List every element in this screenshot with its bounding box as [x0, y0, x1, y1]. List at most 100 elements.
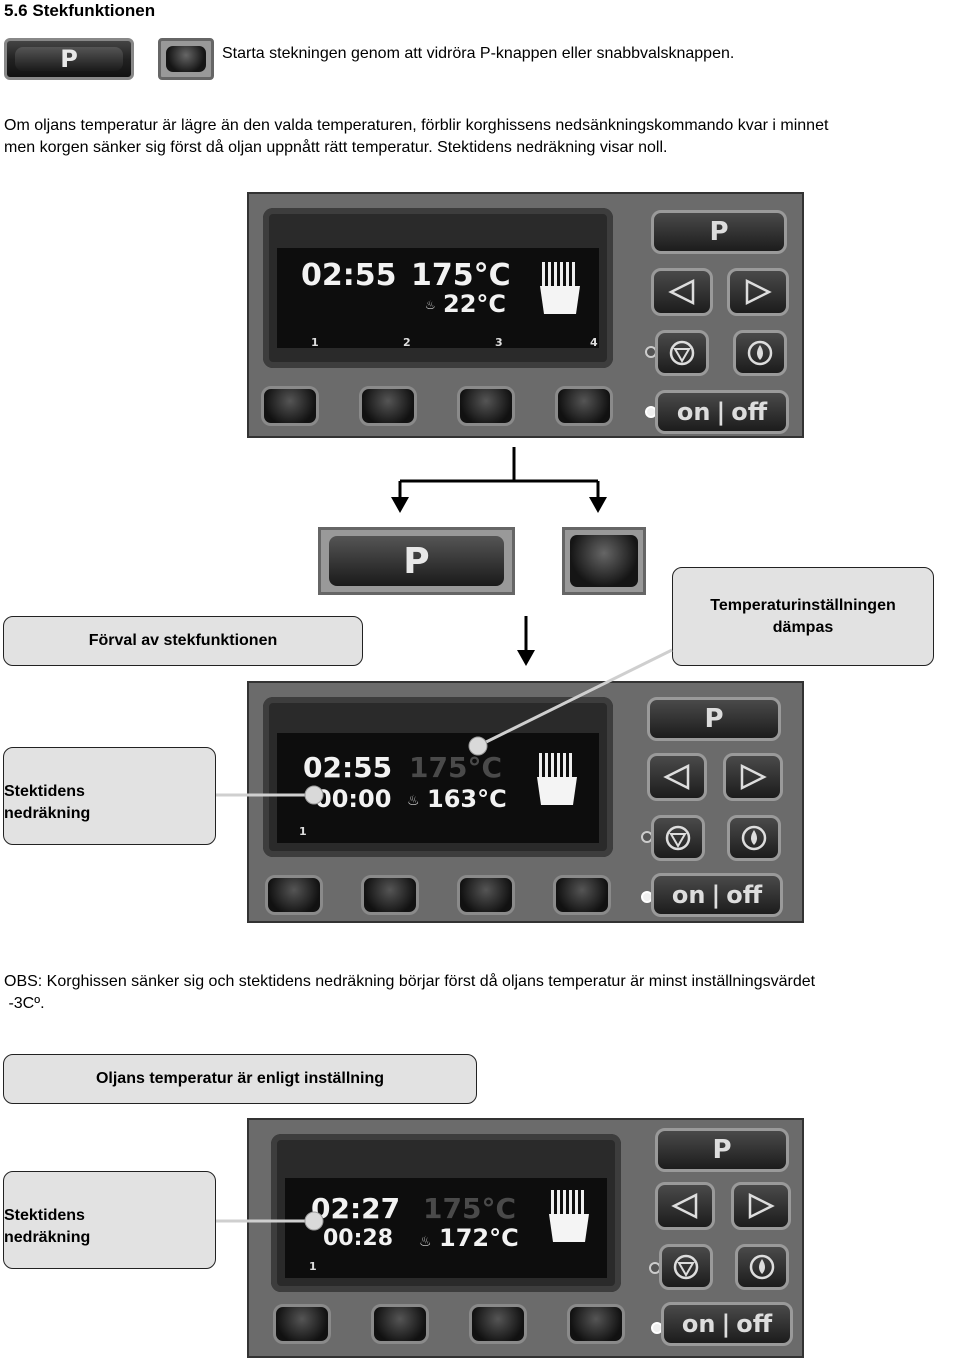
on-off-key[interactable]: on|off	[655, 390, 789, 434]
callout-pointer-3	[216, 1211, 324, 1231]
note-line-2: -3Cº.	[4, 995, 45, 1012]
intro-text: Starta stekningen genom att vidröra P-kn…	[222, 45, 735, 62]
soft-key-2[interactable]	[371, 1304, 429, 1344]
callout-pointers	[216, 648, 673, 805]
off-label: off	[731, 398, 768, 426]
lcd-display-3: 02:27 00:28 175°C ♨ 172°C 1	[271, 1134, 621, 1292]
drain-key[interactable]	[651, 815, 705, 861]
drain-icon	[665, 825, 691, 851]
p-button-image: P	[4, 38, 134, 80]
heater-icon: ♨	[407, 793, 420, 809]
callout-temp-dimmed-line1: Temperaturinställningen	[710, 596, 896, 614]
right-key[interactable]	[723, 753, 783, 801]
callout-temp-dimmed-line2: dämpas	[772, 618, 834, 636]
drain-icon	[669, 340, 695, 366]
arrow-left-icon	[671, 1192, 698, 1220]
soft-key-2[interactable]	[361, 875, 419, 915]
p-button-label: P	[15, 45, 123, 73]
control-panel-3: 02:27 00:28 175°C ♨ 172°C 1 P on|off	[247, 1118, 804, 1358]
left-key[interactable]	[651, 268, 713, 316]
callout-countdown-2: Stektidens nedräkning	[3, 1171, 216, 1269]
heater-icon: ♨	[425, 298, 436, 312]
lcd-set-temp-dimmed: 175°C	[409, 751, 502, 784]
right-key[interactable]	[727, 268, 789, 316]
left-key[interactable]	[655, 1182, 715, 1230]
callout-countdown2-line1: Stektidens	[4, 1207, 85, 1224]
fryer-basket-icon	[537, 753, 577, 805]
soft-key-1[interactable]	[273, 1304, 331, 1344]
callout-countdown2-line2: nedräkning	[4, 1229, 91, 1246]
soft-key-1[interactable]	[261, 386, 319, 426]
p-button-label-large: P	[329, 536, 504, 586]
callout-oil-ok: Oljans temperatur är enligt inställning	[3, 1054, 477, 1104]
on-label: on	[681, 1310, 716, 1338]
soft-key-4[interactable]	[555, 386, 613, 426]
callout-preselect: Förval av stekfunktionen	[3, 616, 363, 666]
slot-2: 2	[403, 336, 411, 349]
lcd-oil-temp: 163°C	[427, 785, 507, 813]
p-button-image-large: P	[318, 527, 515, 595]
quick-select-button-image	[158, 38, 214, 80]
slot-1: 1	[299, 825, 307, 838]
soft-key-3[interactable]	[469, 1304, 527, 1344]
p-key[interactable]: P	[647, 697, 781, 741]
lcd-display-2: 02:55 00:00 175°C ♨ 163°C 1	[263, 697, 613, 857]
branch-arrows	[391, 447, 607, 513]
lcd-time: 02:27	[311, 1192, 401, 1225]
on-off-key[interactable]: on|off	[661, 1302, 793, 1346]
heater-icon: ♨	[419, 1234, 432, 1250]
callout-countdown: Stektidens nedräkning	[3, 747, 216, 845]
off-label: off	[736, 1310, 773, 1338]
on-off-key[interactable]: on|off	[651, 873, 783, 917]
off-label: off	[726, 881, 763, 909]
arrow-right-icon	[748, 1192, 775, 1220]
on-label: on	[671, 881, 706, 909]
slot-3: 3	[495, 336, 503, 349]
lcd-time: 02:55	[303, 751, 393, 784]
callout-temp-dimmed: Temperaturinställningen dämpas	[672, 567, 934, 666]
p-key[interactable]: P	[655, 1128, 789, 1172]
oil-key[interactable]	[727, 815, 781, 861]
lcd-oil-temp: 22°C	[443, 290, 507, 318]
fryer-basket-icon	[540, 262, 580, 314]
right-key[interactable]	[731, 1182, 791, 1230]
paragraph-line-2: men korgen sänker sig först då oljan upp…	[4, 139, 668, 156]
oil-drop-icon	[741, 825, 767, 851]
lcd-set-temp-dimmed: 175°C	[423, 1192, 516, 1225]
slot-1: 1	[311, 336, 319, 349]
note-line-1: OBS: Korghissen sänker sig och stektiden…	[4, 973, 816, 990]
arrow-left-icon	[668, 278, 695, 306]
arrow-right-icon	[740, 763, 767, 791]
p-key[interactable]: P	[651, 210, 787, 254]
soft-key-1[interactable]	[265, 875, 323, 915]
callout-countdown-line2: nedräkning	[4, 805, 91, 822]
slot-4: 4	[590, 336, 598, 349]
lcd-oil-temp: 172°C	[439, 1224, 519, 1252]
soft-key-3[interactable]	[457, 386, 515, 426]
callout-countdown-line1: Stektidens	[4, 783, 85, 800]
section-heading: 5.6 Stekfunktionen	[4, 1, 156, 20]
soft-key-2[interactable]	[359, 386, 417, 426]
lcd-countdown: 00:00	[315, 785, 392, 813]
soft-key-4[interactable]	[567, 1304, 625, 1344]
oil-drop-icon	[749, 1254, 775, 1280]
arrow-down-icon	[517, 616, 535, 666]
oil-key[interactable]	[733, 330, 787, 376]
lcd-display-1: 02:55 175°C ♨ 22°C 1 2 3 4	[263, 208, 613, 368]
quick-select-button-image-large	[562, 527, 646, 595]
arrow-right-icon	[745, 278, 772, 306]
on-label: on	[676, 398, 711, 426]
slot-1: 1	[309, 1260, 317, 1273]
lcd-time: 02:55	[301, 258, 397, 293]
arrow-left-icon	[663, 763, 690, 791]
fryer-basket-icon	[549, 1190, 589, 1242]
lcd-set-temp: 175°C	[411, 258, 511, 293]
left-key[interactable]	[647, 753, 707, 801]
soft-key-4[interactable]	[553, 875, 611, 915]
oil-key[interactable]	[735, 1244, 789, 1290]
drain-key[interactable]	[655, 330, 709, 376]
drain-key[interactable]	[659, 1244, 713, 1290]
control-panel-1: 02:55 175°C ♨ 22°C 1 2 3 4 P on|off	[247, 192, 804, 438]
soft-key-3[interactable]	[457, 875, 515, 915]
lcd-countdown: 00:28	[323, 1226, 394, 1251]
